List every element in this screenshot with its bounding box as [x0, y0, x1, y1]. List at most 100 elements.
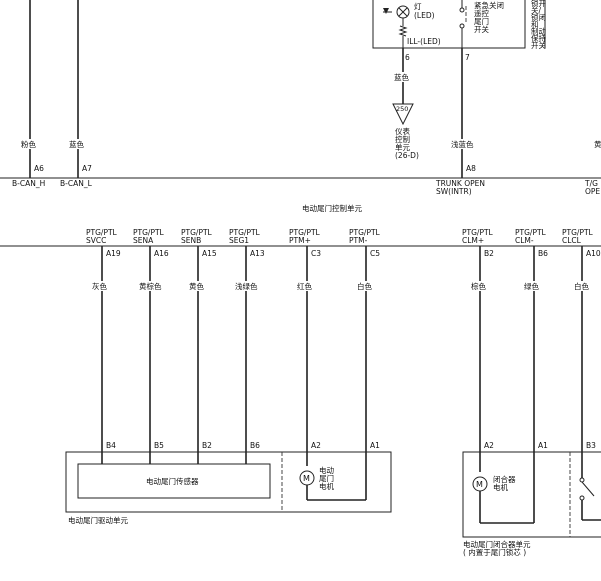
ground-label-1: 仪表: [395, 126, 410, 136]
pin-a2-latch: A2: [484, 441, 494, 450]
pin-6-label: 6: [405, 53, 410, 62]
switch-label-4: 开关: [474, 24, 489, 34]
motor-label-2: 尾门: [319, 474, 334, 483]
ptg-signal-clm-minus-1: PTG/PTL: [515, 228, 547, 237]
wire-color-clcl: 白色: [574, 281, 589, 291]
wire-color-clm-plus: 棕色: [471, 281, 486, 291]
ptg-signal-clm-plus-2: CLM+: [462, 236, 484, 245]
pin-a6: A6: [34, 164, 44, 173]
wire-color-ptm-plus: 红色: [297, 281, 312, 291]
signal-b-can-h: B-CAN_H: [12, 179, 45, 188]
wire-color-right-cut: 黄: [594, 139, 601, 149]
ptg-signal-seg1-1: PTG/PTL: [229, 228, 261, 237]
latch-unit-title-2: ( 内置于尾门锁芯 ): [463, 547, 526, 557]
sensor-label: 电动尾门传感器: [146, 476, 199, 486]
pin-b4: B4: [106, 441, 116, 450]
wire-color-seg1: 浅绿色: [235, 281, 258, 291]
pin-a8: A8: [466, 164, 476, 173]
ptg-wire-colors: 灰色 黄棕色 黄色 浅绿色 红色 白色 棕色 绿色 白色: [90, 281, 596, 291]
ptg-signal-clcl-1: PTG/PTL: [562, 228, 594, 237]
wire-color-senb: 黄色: [189, 281, 204, 291]
pin-b5: B5: [154, 441, 164, 450]
ptg-signal-senb-1: PTG/PTL: [181, 228, 213, 237]
right-switch-label-2: 关/: [531, 5, 541, 15]
switch-label-3: 尾门: [474, 17, 489, 26]
pin-b2-sensor: B2: [202, 441, 212, 450]
ptg-signal-senb-2: SENB: [181, 236, 201, 245]
signal-trunk-open-2: SW(INTR): [436, 187, 472, 196]
ground-label-2: 控制: [395, 134, 410, 144]
latch-unit: A2 A1 B3 M 闭合器 电机 电动尾门闭合器单元 ( 内置于尾门锁芯 ): [462, 441, 601, 557]
ptg-signal-clm-plus-1: PTG/PTL: [462, 228, 494, 237]
signal-b-can-l: B-CAN_L: [60, 179, 93, 188]
signal-tg-1: T/G: [584, 179, 598, 188]
ground-label-4: (26-D): [395, 151, 419, 160]
ptg-pin-numbers: A19 A16 A15 A13 C3 C5 B2 B6 A10: [106, 249, 601, 258]
latch-unit-title-1: 电动尾门闭合器单元: [463, 539, 531, 549]
pin-7-label: 7: [465, 53, 470, 62]
ptg-signal-svcc-2: SVCC: [86, 236, 106, 245]
latch-unit-box: [462, 451, 601, 538]
latch-motor-symbol: M: [476, 480, 483, 489]
motor-label-1: 电动: [319, 465, 334, 475]
motor-symbol: M: [303, 474, 310, 483]
lamp-switch-box: 灯 (LED) 紧急关闭 遥控 尾门 开关 ILL-(LED): [372, 0, 526, 49]
pin-b2-clm: B2: [484, 249, 494, 258]
wire-color-a6: 粉色: [21, 139, 36, 149]
pin-c5: C5: [370, 249, 380, 258]
wire-color-svcc: 灰色: [92, 281, 107, 291]
signal-tg-2: OPE: [585, 187, 600, 196]
right-switch-box: 锁开 关/ 锁闭 和 制动 保持 开关: [531, 0, 546, 50]
switch-label-1: 紧急关闭: [474, 0, 504, 10]
pin-a10: A10: [586, 249, 601, 258]
wire-color-a8: 浅蓝色: [451, 139, 474, 149]
wire-color-a7: 蓝色: [69, 139, 84, 149]
pin-b3-latch: B3: [586, 441, 596, 450]
ptg-signal-sena-1: PTG/PTL: [133, 228, 165, 237]
pin-a16: A16: [154, 249, 169, 258]
latch-motor-label-2: 电机: [493, 482, 508, 492]
pin-a1-latch: A1: [538, 441, 548, 450]
pin-a13: A13: [250, 249, 265, 258]
pin-a1-motor: A1: [370, 441, 380, 450]
ptg-signal-seg1-2: SEG1: [229, 236, 249, 245]
signal-trunk-open-1: TRUNK OPEN: [435, 179, 485, 188]
ptg-signal-svcc-1: PTG/PTL: [86, 228, 118, 237]
wire-color-ptm-minus: 白色: [357, 281, 372, 291]
lamp-label-2: (LED): [414, 11, 435, 20]
pin-c3: C3: [311, 249, 321, 258]
ground-number: 250: [396, 105, 408, 113]
ptg-signal-sena-2: SENA: [133, 236, 154, 245]
latch-motor-label-1: 闭合器: [493, 474, 516, 484]
right-switch-label-6: 保持: [531, 33, 546, 43]
drive-unit: B4 B5 B2 B6 A2 A1 电动尾门传感器 M 电动 尾门 电机 电动尾…: [65, 441, 392, 525]
ptg-signal-ptm-plus-1: PTG/PTL: [289, 228, 321, 237]
ground-triangle-icon: [392, 103, 414, 126]
ptg-signal-clm-minus-2: CLM-: [515, 236, 534, 245]
resistor-icon: [398, 25, 408, 37]
right-switch-label-7: 开关: [531, 40, 546, 50]
pin-a7: A7: [82, 164, 92, 173]
ptg-signal-ptm-plus-2: PTM+: [289, 236, 311, 245]
switch-label-2: 遥控: [474, 8, 489, 18]
right-switch-label-1: 锁开: [531, 0, 546, 8]
right-switch-label-5: 制动: [531, 26, 546, 36]
latch-switch-icon: [579, 477, 585, 483]
sensor-box: [77, 463, 271, 499]
ptg-signal-ptm-minus-1: PTG/PTL: [349, 228, 381, 237]
wire-color-sena: 黄棕色: [139, 281, 162, 291]
led-diode-icon: [383, 8, 389, 14]
pin-a19: A19: [106, 249, 121, 258]
pin-b6-sensor: B6: [250, 441, 260, 450]
ecu-title: 电动尾门控制单元: [302, 203, 362, 213]
wire-color-blue: 蓝色: [394, 72, 409, 82]
lamp-label-1: 灯: [414, 1, 422, 11]
ptg-pin-labels: PTG/PTL SVCC PTG/PTL SENA PTG/PTL SENB P…: [86, 228, 594, 245]
drive-unit-title: 电动尾门驱动单元: [68, 515, 128, 525]
pin-a2-motor: A2: [311, 441, 321, 450]
right-switch-label-3: 锁闭: [531, 12, 546, 22]
drive-unit-box: [65, 451, 392, 513]
right-switch-label-4: 和: [531, 20, 539, 29]
pin-b6-clm: B6: [538, 249, 548, 258]
